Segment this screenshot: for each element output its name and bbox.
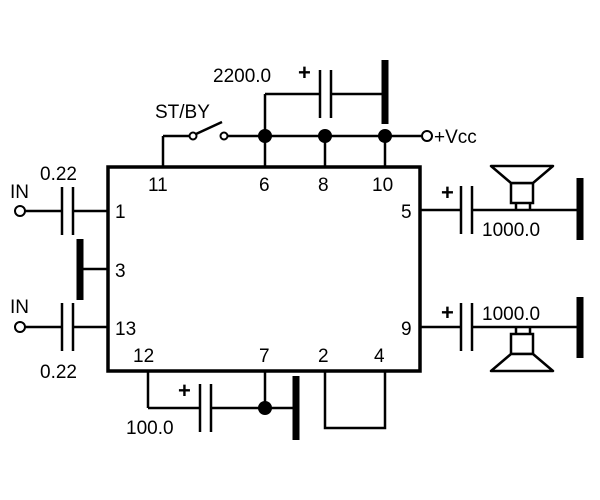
pin-1: 1 [115, 202, 126, 223]
supply-capacitor-plus: + [298, 60, 311, 85]
pin-6: 6 [259, 175, 270, 196]
pin-2: 2 [318, 346, 329, 367]
output-bottom-network [420, 297, 584, 358]
vcc-label: +Vcc [434, 127, 477, 148]
vcc-terminal [421, 130, 433, 142]
speaker-bottom-icon [489, 332, 555, 373]
supply-rail [222, 129, 422, 167]
supply-capacitor [263, 60, 389, 136]
pin-10: 10 [372, 175, 393, 196]
pin-12: 12 [133, 346, 154, 367]
ic-body [106, 165, 422, 373]
output-top-network [420, 178, 584, 240]
standby-switch [161, 120, 229, 167]
pin-5: 5 [401, 202, 412, 223]
pin2-pin4-bridge [323, 371, 387, 430]
output-top-capacitor-plus: + [441, 180, 454, 205]
input-bottom-label: IN [10, 297, 29, 318]
input-top-capacitor-value: 0.22 [40, 164, 77, 185]
pin-8: 8 [318, 175, 329, 196]
output-bottom-capacitor-value: 1000.0 [482, 304, 540, 325]
pin-4: 4 [374, 346, 385, 367]
output-bottom-capacitor-plus: + [441, 300, 454, 325]
pin12-capacitor-network [146, 371, 300, 440]
input-top-network [14, 187, 108, 235]
pin3-ground [76, 239, 108, 300]
pin-9: 9 [401, 319, 412, 340]
pin-3: 3 [115, 261, 126, 282]
supply-capacitor-value: 2200.0 [213, 66, 271, 87]
pin-11: 11 [148, 175, 168, 196]
input-bottom-capacitor-value: 0.22 [40, 362, 77, 383]
speaker-top-icon [489, 164, 555, 205]
pin12-capacitor-value: 100.0 [126, 418, 174, 439]
pin-13: 13 [115, 319, 136, 340]
input-bottom-network [14, 303, 108, 351]
output-top-capacitor-value: 1000.0 [482, 220, 540, 241]
input-top-label: IN [10, 182, 29, 203]
pin-7: 7 [259, 346, 270, 367]
pin12-capacitor-plus: + [178, 378, 191, 403]
standby-label: ST/BY [155, 102, 210, 123]
